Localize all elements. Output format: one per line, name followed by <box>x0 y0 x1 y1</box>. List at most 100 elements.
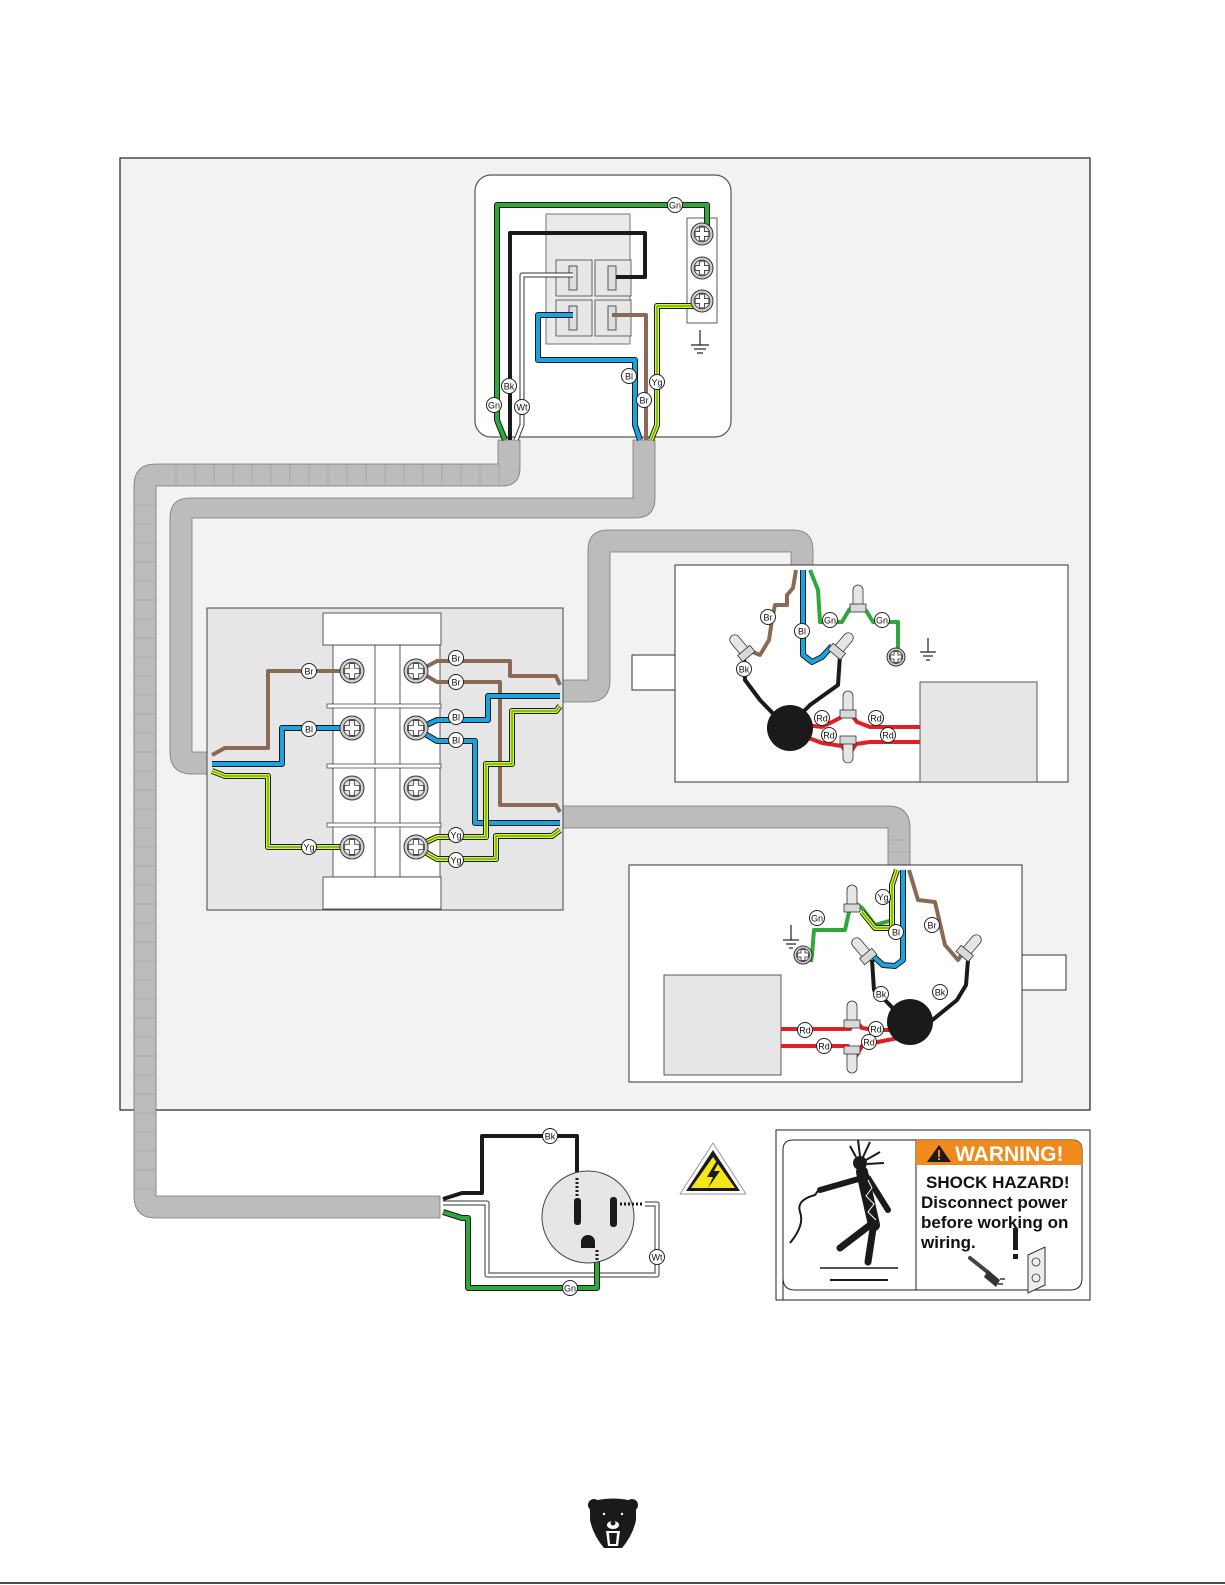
wire-label: Rd <box>880 727 896 743</box>
wire-label-text: Rd <box>816 714 828 724</box>
wire-label-text: Yg <box>877 893 888 903</box>
terminal-screw-icon <box>339 775 365 801</box>
wire-label: Br <box>301 663 317 679</box>
electrical-hazard-triangle-icon <box>679 1142 747 1195</box>
wire-label: Bk <box>501 378 517 394</box>
lower-motor-parts <box>783 884 982 1074</box>
wire-label-text: Br <box>452 678 461 688</box>
wire-label: Br <box>924 917 940 933</box>
wire-label-text: Br <box>452 654 461 664</box>
wire-label: Yg <box>448 827 464 843</box>
wire-label-text: Bl <box>892 928 900 938</box>
wire-label: Rd <box>816 1038 832 1054</box>
wire-label-text: Wt <box>652 1253 663 1263</box>
receptacle-slot-neutral <box>610 1197 617 1227</box>
terminal-screw-icon <box>339 715 365 741</box>
wire-label: Bk <box>736 661 752 677</box>
conduit-terminal-to-upper-motor <box>554 529 814 703</box>
plug-icon <box>968 1256 1005 1287</box>
capacitor-box <box>663 974 782 1076</box>
wire-label-text: Bk <box>876 990 887 1000</box>
wire-label-text: Gn <box>669 201 681 211</box>
receptacle-slot-hot <box>574 1198 581 1225</box>
wire-label-text: Br <box>640 396 649 406</box>
wire-label: Br <box>636 392 652 408</box>
shocked-person-icon <box>789 1139 898 1281</box>
conduit-segment-lines <box>134 464 910 1190</box>
wire-label: Gn <box>562 1280 578 1296</box>
receptacle-ground-hole <box>581 1235 595 1248</box>
warning-header-bg <box>916 1140 1082 1165</box>
wire-label-text: Br <box>305 667 314 677</box>
terminal-screw-icon <box>793 945 813 965</box>
wire-label: Yg <box>649 374 665 390</box>
wire-label: Yg <box>448 852 464 868</box>
wire-label: Rd <box>814 710 830 726</box>
wire-label-text: Yg <box>450 831 461 841</box>
wire-label-text: Bl <box>305 725 313 735</box>
receptacle <box>541 1170 642 1264</box>
wire-nut-icon <box>843 1045 861 1074</box>
wire-label-text: Gn <box>564 1284 576 1294</box>
wire-label-text: Yg <box>450 856 461 866</box>
wire-label: Bl <box>448 709 464 725</box>
conduit-switch-to-terminal <box>169 439 656 775</box>
wire-label-text: Gn <box>811 914 823 924</box>
wire-nut-icon <box>843 1000 861 1029</box>
wire-label-text: Bk <box>504 382 515 392</box>
wire-nut-icon <box>839 735 857 764</box>
warning-line-3: before working on <box>921 1213 1068 1232</box>
wire-label-text: Br <box>928 921 937 931</box>
wire-nut-icon <box>843 884 861 913</box>
terminal-screw-icon <box>403 775 429 801</box>
wire-label: Gn <box>822 612 838 628</box>
exclamation-icon <box>1013 1228 1018 1259</box>
conduits <box>133 439 911 1219</box>
wire-label-text: Gn <box>876 616 888 626</box>
wire-label: Bl <box>888 924 904 940</box>
terminal-screw-icon <box>403 658 429 684</box>
wire-label-text: Rd <box>882 731 894 741</box>
wire-label-text: Bl <box>452 713 460 723</box>
wire-label-text: Bk <box>935 988 946 998</box>
wire-label: Rd <box>868 710 884 726</box>
terminal-screw-icon <box>690 222 714 246</box>
wire-label-text: Rd <box>863 1038 875 1048</box>
wire-label-text: Bl <box>625 372 633 382</box>
wire-label-text: Wt <box>517 403 528 413</box>
wire-nut-icon <box>849 584 867 613</box>
wire-label-text: Rd <box>799 1026 811 1036</box>
switch-box-screws <box>690 222 714 313</box>
warning-line-4: wiring. <box>920 1233 976 1252</box>
wire-label: Bl <box>794 623 810 639</box>
motor-terminal <box>887 999 933 1045</box>
wire-label-text: Rd <box>870 1025 882 1035</box>
switch-box-wires <box>494 202 710 442</box>
ground-symbol-icon <box>783 925 799 949</box>
wire-label: Gn <box>667 197 683 213</box>
terminal-screw-icon <box>339 834 365 860</box>
conduit-terminal-to-lower-motor <box>554 805 911 869</box>
upper-motor-parts <box>729 584 936 764</box>
wire-nut-icon <box>839 690 857 719</box>
wire-label-text: Rd <box>870 714 882 724</box>
wire-nut-icon <box>827 632 854 661</box>
ground-symbol-icon <box>920 638 936 661</box>
warning-line-1: SHOCK HAZARD! <box>926 1173 1070 1192</box>
wire-label-text: Bk <box>739 665 750 675</box>
ground-symbol-icon <box>691 330 709 354</box>
lower-motor-box <box>628 864 1067 1083</box>
capacitor-box <box>919 681 1038 783</box>
conduit-power-cord <box>133 439 521 1219</box>
terminal-screws <box>339 658 429 860</box>
terminal-screw-icon <box>886 647 906 667</box>
wire-label-text: Gn <box>824 616 836 626</box>
wire-label: Wt <box>649 1249 665 1265</box>
wire-label: Rd <box>868 1021 884 1037</box>
wire-label: Rd <box>821 727 837 743</box>
wire-nut-icon <box>955 934 982 963</box>
wire-label: Gn <box>809 910 825 926</box>
motor-terminal <box>767 705 813 751</box>
wire-label-text: Bk <box>545 1132 556 1142</box>
